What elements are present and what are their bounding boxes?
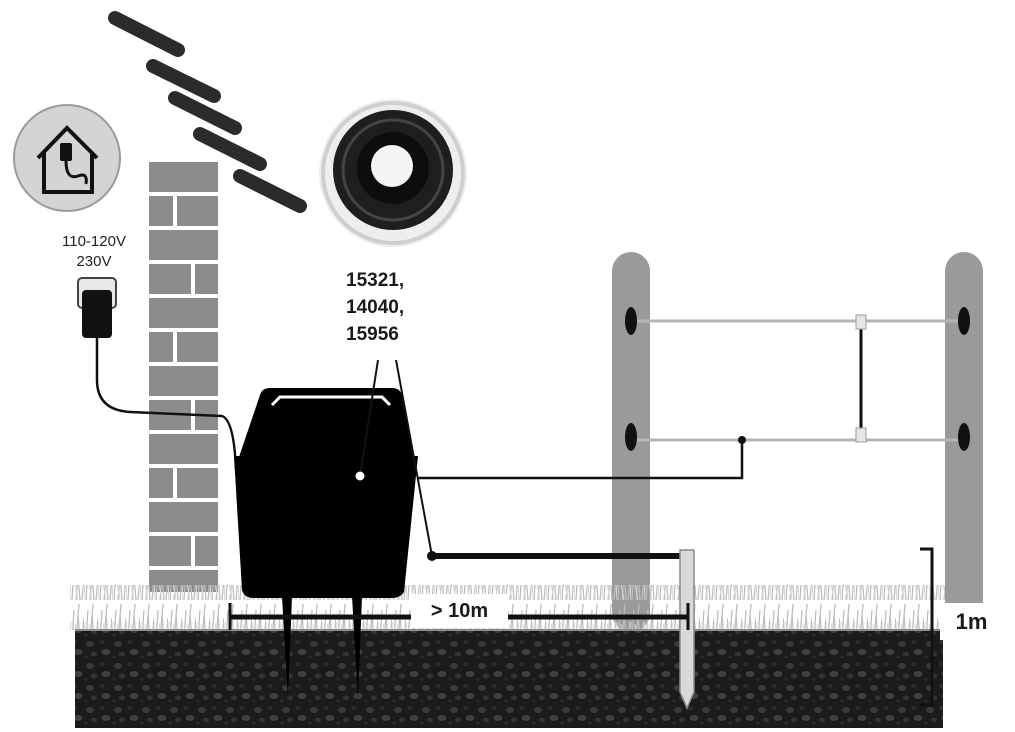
distance-label: > 10m xyxy=(411,594,508,628)
power-cable xyxy=(95,338,238,471)
product-code: 14040, xyxy=(346,297,405,318)
house-plug-icon xyxy=(13,104,121,212)
lightning-icon xyxy=(108,11,307,213)
voltage-line-2: 230V xyxy=(76,253,112,270)
voltage-line-1: 110-120V xyxy=(62,233,126,250)
fence-lead-wire xyxy=(418,440,744,480)
wall-socket-adapter-icon xyxy=(77,277,117,338)
cable-reel-icon xyxy=(319,99,467,247)
fence-wires xyxy=(637,314,958,443)
fence-post-left xyxy=(612,252,650,632)
brick-wall xyxy=(146,160,222,592)
fence-post-right xyxy=(945,252,983,632)
product-codes: 15321, 14040, 15956 xyxy=(346,267,426,348)
soil xyxy=(75,630,943,728)
voltage-label: 110-120V 230V xyxy=(46,232,142,272)
product-code: 15956 xyxy=(346,324,399,345)
depth-bracket xyxy=(920,547,934,707)
product-code: 15321, xyxy=(346,270,405,291)
product-leader-lines xyxy=(359,359,433,557)
depth-label: 1m xyxy=(940,603,1003,640)
